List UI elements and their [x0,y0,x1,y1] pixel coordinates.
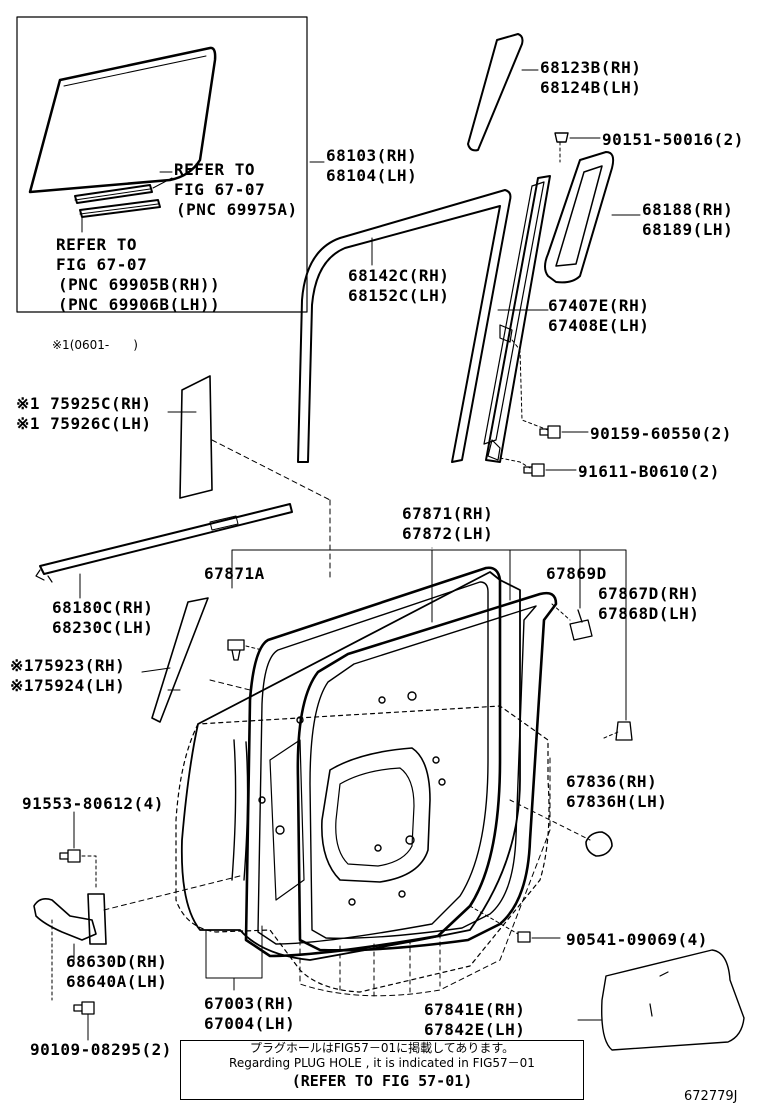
bolt-90159 [539,425,561,439]
part-75923-rh: ※175923(RH) [10,656,126,675]
weatherstrip-67871 [244,566,502,958]
part-67872-lh: 67872(LH) [402,524,494,543]
part-90109: 90109-08295(2) [30,1040,172,1059]
inset-channel-lower [79,199,161,218]
inset-ref2-line4: (PNC 69906B(LH)) [58,295,221,314]
part-68152-lh: 68152C(LH) [348,286,450,305]
bolt-90109 [73,1001,95,1015]
inset-ref2-line3: (PNC 69905B(RH)) [58,275,221,294]
part-90151: 90151-50016(2) [602,130,744,149]
inset-channel-upper [74,184,153,204]
diagram-id: 672779J [684,1089,738,1104]
note-japanese: プラグホールはFIG57－01に掲載してあります。 [249,1041,515,1055]
quarter-frame-68188 [544,151,615,284]
inset-ref1-line3: (PNC 69975A) [176,200,298,219]
belt-moulding-68180 [39,503,293,575]
run-channel-68142 [297,189,512,463]
part-67836-rh: 67836(RH) [566,772,658,791]
part-90159: 90159-60550(2) [590,424,732,443]
part-68180-rh: 68180C(RH) [52,598,154,617]
garnish-75925 [179,375,213,499]
part-67871-rh: 67871(RH) [402,504,494,523]
part-75925-rh: ※1 75925C(RH) [16,394,152,413]
inset-glass [28,46,217,194]
clip-90151 [554,132,569,143]
part-68640-lh: 68640A(LH) [66,972,168,991]
inset-ref1-line1: REFER TO [174,160,256,179]
clip-67871a [227,639,245,661]
part-68124-lh: 68124B(LH) [540,78,642,97]
part-67408-lh: 67408E(LH) [548,316,650,335]
plug-hole-note: プラグホールはFIG57－01に掲載してあります。 Regarding PLUG… [180,1040,584,1100]
grommet-67836 [585,831,613,857]
grommet-67869d [569,609,593,641]
part-67841-rh: 67841E(RH) [424,1000,526,1019]
part-67003-rh: 67003(RH) [204,994,296,1013]
part-67869d: 67869D [546,564,607,583]
part-67004-lh: 67004(LH) [204,1014,296,1033]
part-75926-lh: ※1 75926C(LH) [16,414,152,433]
part-67868-lh: 67868D(LH) [598,604,700,623]
part-67407-rh: 67407E(RH) [548,296,650,315]
division-bar-67407 [485,175,551,463]
part-68189-lh: 68189(LH) [642,220,734,239]
garnish-75923 [151,597,209,723]
part-68142-rh: 68142C(RH) [348,266,450,285]
part-68104-lh: 68104(LH) [326,166,418,185]
part-75924-lh: ※175924(LH) [10,676,126,695]
part-67842-lh: 67842E(LH) [424,1020,526,1039]
part-68188-rh: 68188(RH) [642,200,734,219]
part-68123-rh: 68123B(RH) [540,58,642,77]
note-english: Regarding PLUG HOLE , it is indicated in… [229,1056,535,1070]
clip-67867d [615,721,633,741]
part-91611: 91611-B0610(2) [578,462,720,481]
hole-cover-67841 [601,949,745,1051]
date-note: ※1(0601- ) [52,338,138,352]
part-68630-rh: 68630D(RH) [66,952,168,971]
part-68230-lh: 68230C(LH) [52,618,154,637]
inset-ref2-line1: REFER TO [56,235,138,254]
part-90541: 90541-09069(4) [566,930,708,949]
screw-91553 [59,849,81,863]
part-67836h-lh: 67836H(LH) [566,792,668,811]
note-reference: (REFER TO FIG 57-01) [291,1072,473,1090]
part-68103-rh: 68103(RH) [326,146,418,165]
part-67867-rh: 67867D(RH) [598,584,700,603]
weatherstrip-inner [296,591,558,952]
inset-frame [16,16,308,313]
door-check-68630 [33,898,97,941]
part-67871a: 67871A [204,564,265,583]
door-shell [175,705,550,993]
bolt-91611 [523,463,545,477]
inset-ref2-line2: FIG 67-07 [56,255,148,274]
clip-90541 [517,931,531,943]
quarter-glass-68123 [467,33,524,152]
inset-ref1-line2: FIG 67-07 [174,180,266,199]
part-91553: 91553-80612(4) [22,794,164,813]
